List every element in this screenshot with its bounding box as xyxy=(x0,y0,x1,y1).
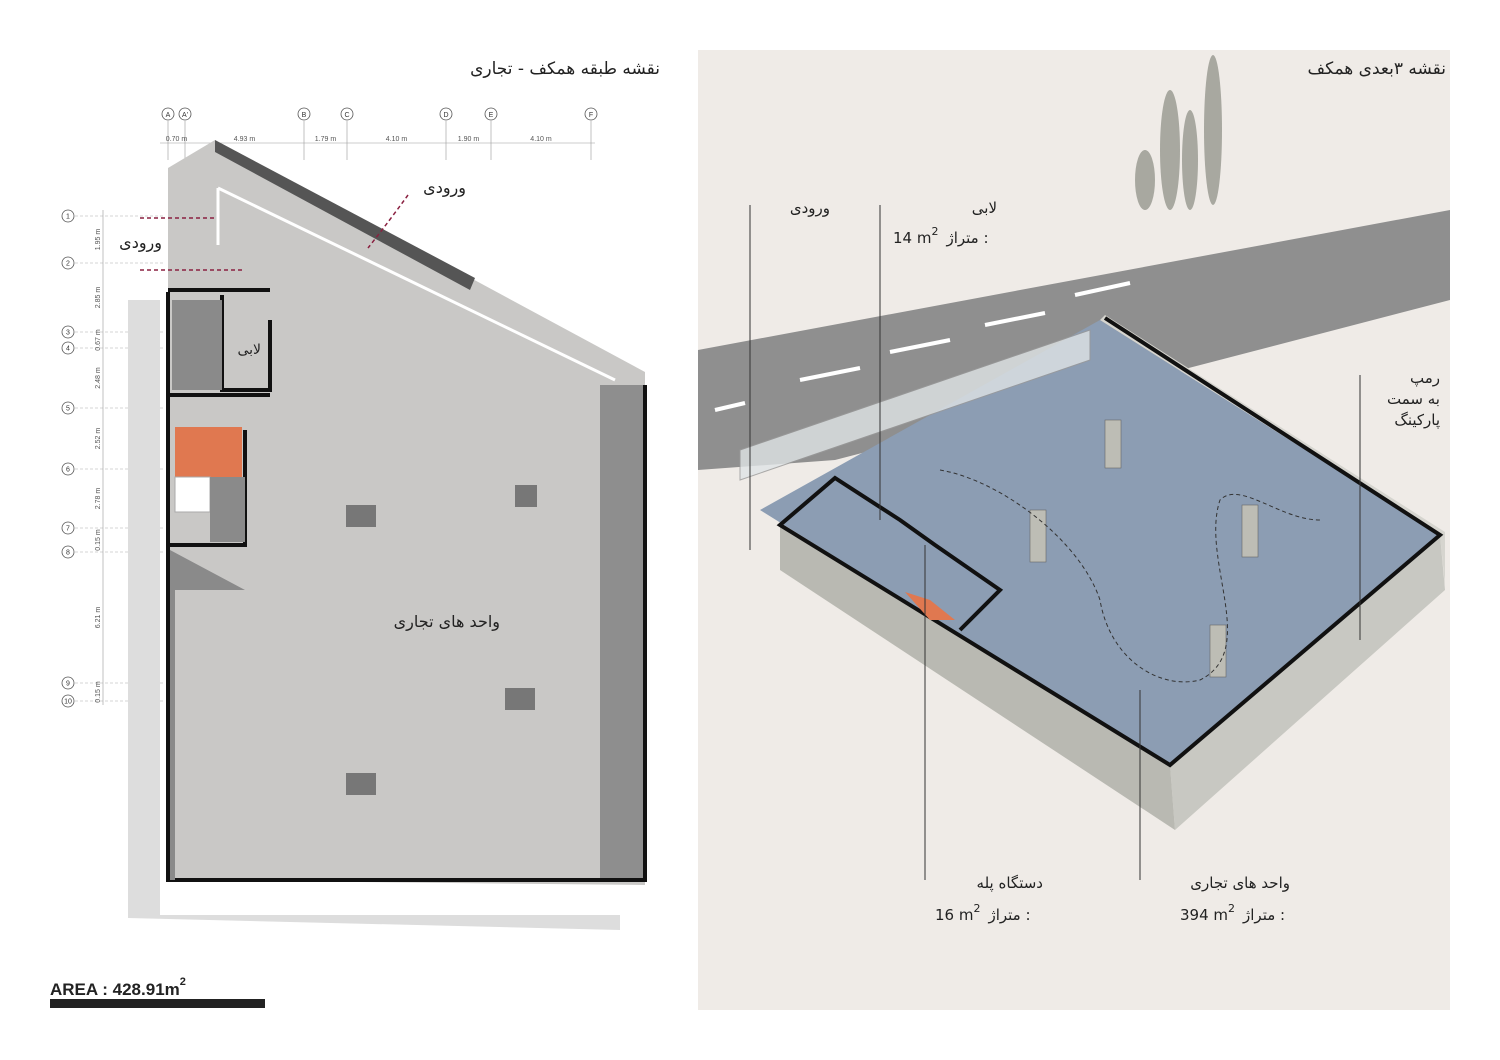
row-dim: 1.95 m xyxy=(95,229,102,251)
grid-label: A' xyxy=(182,112,188,119)
glass-facade xyxy=(217,186,616,382)
stairs-label: دستگاه پله xyxy=(977,874,1043,893)
column-dim: 1.90 m xyxy=(458,136,480,143)
grid-label: 6 xyxy=(66,467,70,474)
grid-bubble xyxy=(61,401,75,415)
facade-wall xyxy=(215,140,475,290)
entrance-label-left: ورودی xyxy=(119,233,162,253)
area-label: AREA : 428.91m2 xyxy=(50,976,186,999)
grid-label: 1 xyxy=(66,214,70,221)
iso-stairs xyxy=(905,592,955,620)
column-dim: 4.10 m xyxy=(530,136,552,143)
leader-lines xyxy=(749,205,1361,880)
columns xyxy=(346,485,537,795)
stairs xyxy=(175,427,242,477)
grid-label: 5 xyxy=(66,406,70,413)
floor-plan: نقشه طبقه همکف - تجاری A A' B C D E F 0.70 m 4.9… xyxy=(61,59,660,930)
grid-label: 8 xyxy=(66,550,70,557)
circulation-path xyxy=(939,469,1321,683)
grid-label: B xyxy=(302,112,307,119)
lobby-label: لابی xyxy=(237,342,261,358)
grid-label: 10 xyxy=(64,699,72,706)
iso-entrance-label: ورودی xyxy=(790,199,830,217)
column-dim: 0.70 m xyxy=(166,136,188,143)
grid-bubble xyxy=(178,107,192,121)
grid-bubble xyxy=(340,107,354,121)
column-grid: A A' B C D E F 0.70 m 4.93 m 1.79 m 4.10 m 1.90 m 4.… xyxy=(160,107,598,160)
commercial-label: واحد های تجاری xyxy=(394,612,500,632)
grid-bubble xyxy=(61,521,75,535)
grid-bubble xyxy=(297,107,311,121)
iso-columns xyxy=(1029,419,1259,678)
commercial-floor xyxy=(760,320,1440,765)
row-dim: 2.85 m xyxy=(95,287,102,309)
row-dim: 6.21 m xyxy=(95,607,102,629)
grid-label: 7 xyxy=(66,526,70,533)
lobby-shade xyxy=(172,300,222,390)
ramp-line-2: به سمت xyxy=(1387,390,1440,408)
grid-label: A xyxy=(166,112,171,119)
grid-label: 3 xyxy=(66,330,70,337)
grid-bubble xyxy=(439,107,453,121)
grid-label: 4 xyxy=(66,346,70,353)
column-dim: 4.10 m xyxy=(386,136,408,143)
row-dim: 2.52 m xyxy=(95,428,102,450)
grid-bubble xyxy=(61,325,75,339)
ramp-line-1: رمپ xyxy=(1410,369,1440,388)
column-dim: 1.79 m xyxy=(315,136,337,143)
area-bar xyxy=(50,999,265,1008)
grid-bubble xyxy=(61,676,75,690)
grid-bubble xyxy=(161,107,175,121)
grid-bubble xyxy=(484,107,498,121)
grid-bubble xyxy=(584,107,598,121)
plan-walls xyxy=(166,288,647,882)
front-right-wall xyxy=(1170,535,1445,830)
road-markings xyxy=(714,281,1131,412)
grid-label: C xyxy=(344,112,349,119)
iso-lobby-label: لابی xyxy=(972,199,997,217)
plan-title: نقشه طبقه همکف - تجاری xyxy=(470,59,660,79)
iso-title: نقشه ۳بعدی همکف xyxy=(1307,59,1446,79)
grid-label: E xyxy=(489,112,494,119)
iso-walls xyxy=(776,316,1444,768)
grid-bubble xyxy=(61,462,75,476)
grid-bubble xyxy=(61,209,75,223)
grid-bubble xyxy=(61,341,75,355)
row-dim: 0.15 m xyxy=(95,681,102,703)
grid-label: 9 xyxy=(66,681,70,688)
ramp-line-3: پارکینگ xyxy=(1394,411,1440,430)
grid-label: 2 xyxy=(66,261,70,268)
row-dim: 0.15 m xyxy=(95,529,102,551)
row-dim: 0.67 m xyxy=(95,329,102,351)
front-left-wall xyxy=(780,525,1175,830)
entrance-label-top: ورودی xyxy=(423,178,466,198)
trees xyxy=(1135,55,1222,210)
commercial-iso-label: واحد های تجاری xyxy=(1190,874,1290,892)
glass-railing xyxy=(739,329,1091,481)
row-dim: 2.78 m xyxy=(95,488,102,510)
right-wall-shade xyxy=(600,385,645,880)
grid-label: F xyxy=(589,112,593,119)
grid-bubble xyxy=(61,694,75,708)
column-dim: 4.93 m xyxy=(234,136,256,143)
row-dim: 2.48 m xyxy=(95,367,102,389)
grid-label: D xyxy=(443,112,448,119)
grid-bubble xyxy=(61,545,75,559)
grid-bubble xyxy=(61,256,75,270)
